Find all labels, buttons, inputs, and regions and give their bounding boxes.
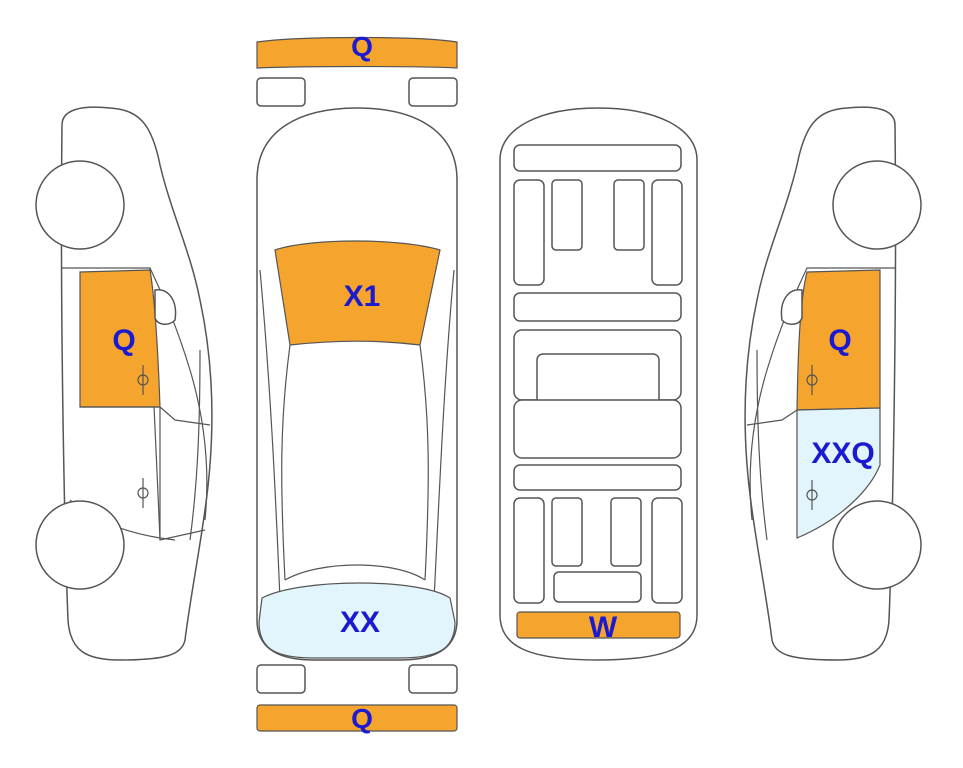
left-front-door-label: Q	[112, 324, 135, 357]
front-bumper-label: Q	[351, 31, 373, 62]
front-left-mirror	[256, 77, 306, 107]
right-side-view: Q XXQ	[744, 106, 922, 661]
rear-window-label: XX	[340, 606, 380, 639]
right-front-wheel	[832, 160, 922, 250]
rear-bumper-damage	[256, 704, 458, 732]
underbody-rear-damage	[516, 611, 681, 639]
top-view: Q X1 XX Q	[256, 31, 458, 734]
rear-bumper-label: Q	[351, 703, 373, 734]
windshield-label: X1	[344, 280, 381, 313]
top-view-body-outline	[256, 107, 458, 661]
right-front-door-label: Q	[828, 324, 851, 357]
left-door-handle-icon	[137, 365, 149, 395]
rear-left-light	[256, 664, 306, 694]
front-right-mirror	[408, 77, 458, 107]
right-rear-door-label: XXQ	[811, 437, 874, 470]
rear-window-damage	[258, 582, 456, 659]
rear-right-light	[408, 664, 458, 694]
right-rear-door-damage	[796, 407, 881, 539]
front-bumper-damage	[256, 36, 458, 69]
windshield-damage	[274, 240, 441, 346]
left-rear-wheel	[35, 500, 125, 590]
underbody-view: W	[499, 107, 698, 661]
right-rear-door-handle-icon	[806, 480, 818, 510]
underbody-rear-label: W	[589, 611, 618, 644]
left-side-view: Q	[35, 106, 213, 661]
left-rear-door-handle-icon	[137, 478, 149, 508]
right-rear-wheel	[832, 500, 922, 590]
right-door-handle-icon	[806, 365, 818, 395]
left-front-wheel	[35, 160, 125, 250]
